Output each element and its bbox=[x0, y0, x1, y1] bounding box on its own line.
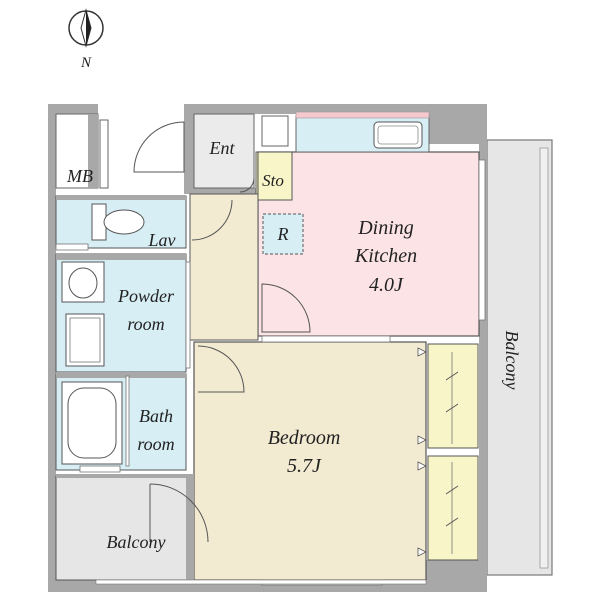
compass-label: N bbox=[80, 55, 92, 71]
bedroom-size: 5.7J bbox=[287, 455, 322, 477]
mb-label: MB bbox=[66, 166, 93, 186]
sink-icon bbox=[373, 121, 423, 149]
entrance-area bbox=[193, 113, 255, 189]
bedroom-label: Bedroom bbox=[268, 427, 341, 449]
hallway-area bbox=[189, 193, 259, 341]
refrigerator-space bbox=[262, 213, 304, 255]
sto-label: Sto bbox=[262, 171, 284, 190]
washing-machine-icon bbox=[65, 313, 105, 367]
bedroom-area bbox=[193, 341, 427, 581]
entrance-door-swing bbox=[133, 121, 185, 173]
powder-room-label-line1: Powder bbox=[117, 286, 175, 306]
lav-label: Lav bbox=[148, 230, 176, 250]
north-compass-icon bbox=[68, 8, 104, 48]
dining-kitchen-label-line1: Dining bbox=[357, 217, 414, 239]
bath-room-label-line1: Bath bbox=[139, 406, 173, 426]
balcony-door-swing bbox=[149, 483, 209, 543]
bath-room-label-line2: room bbox=[137, 434, 174, 454]
storage-area-fill bbox=[257, 151, 293, 201]
bedroom-closets bbox=[417, 343, 479, 561]
balcony-south-area bbox=[55, 475, 193, 581]
bedroom-door-swing bbox=[197, 345, 245, 393]
dining-kitchen-size: 4.0J bbox=[369, 274, 404, 296]
kitchen-door-swing bbox=[261, 283, 311, 333]
balcony-east-label: Balcony bbox=[502, 331, 522, 390]
dining-kitchen-label-line2: Kitchen bbox=[354, 245, 417, 267]
ent-label: Ent bbox=[209, 138, 236, 158]
refrigerator-label: R bbox=[277, 224, 289, 244]
bathtub-icon bbox=[61, 381, 123, 465]
balcony-south-label: Balcony bbox=[107, 532, 166, 552]
mb-alcove bbox=[55, 113, 109, 189]
powder-room-label-line2: room bbox=[127, 314, 164, 334]
